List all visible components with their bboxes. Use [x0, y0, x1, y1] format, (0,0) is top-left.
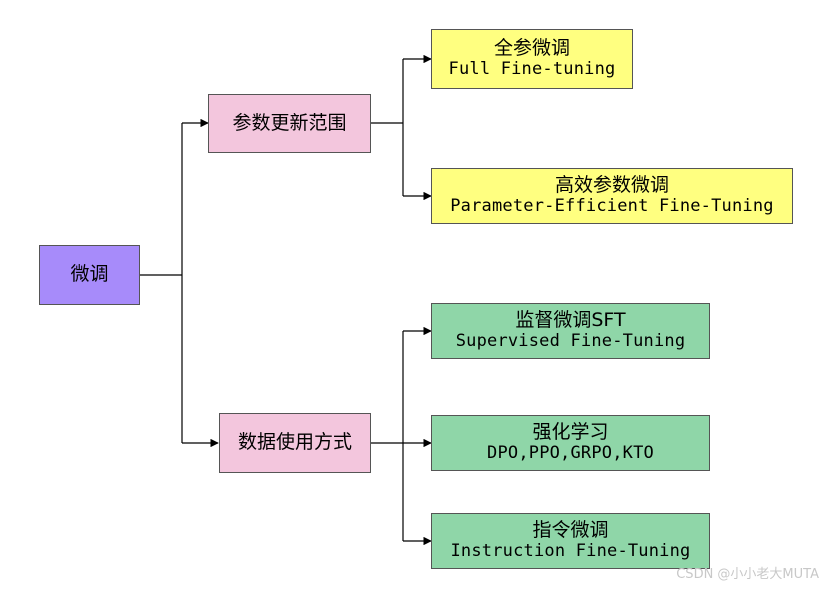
leaf-node-rl: 强化学习 DPO,PPO,GRPO,KTO	[431, 415, 710, 471]
root-node-finetuning: 微调	[39, 245, 140, 305]
leaf-instruct-label-zh: 指令微调	[532, 519, 609, 542]
leaf-node-sft: 监督微调SFT Supervised Fine-Tuning	[431, 303, 710, 359]
leaf-full-label-en: Full Fine-tuning	[448, 59, 616, 80]
leaf-instruct-label-en: Instruction Fine-Tuning	[450, 541, 691, 562]
leaf-node-instruction: 指令微调 Instruction Fine-Tuning	[431, 513, 710, 569]
leaf-sft-label-zh: 监督微调SFT	[515, 309, 626, 332]
leaf-rl-label-en: DPO,PPO,GRPO,KTO	[487, 443, 654, 464]
leaf-full-label-zh: 全参微调	[493, 37, 570, 60]
branch-node-data-usage: 数据使用方式	[219, 413, 371, 473]
leaf-rl-label-zh: 强化学习	[532, 421, 609, 444]
root-node-label: 微调	[70, 263, 109, 286]
leaf-peft-label-en: Parameter-Efficient Fine-Tuning	[450, 196, 774, 217]
branch-node-param-scope: 参数更新范围	[208, 94, 371, 153]
leaf-peft-label-zh: 高效参数微调	[554, 174, 669, 197]
leaf-node-peft: 高效参数微调 Parameter-Efficient Fine-Tuning	[431, 168, 793, 224]
branch-scope-label: 参数更新范围	[232, 111, 347, 134]
leaf-node-full-finetuning: 全参微调 Full Fine-tuning	[431, 29, 633, 89]
branch-data-label: 数据使用方式	[237, 431, 352, 454]
watermark-text: CSDN @小小老大MUTA	[676, 567, 819, 582]
leaf-sft-label-en: Supervised Fine-Tuning	[455, 331, 686, 352]
